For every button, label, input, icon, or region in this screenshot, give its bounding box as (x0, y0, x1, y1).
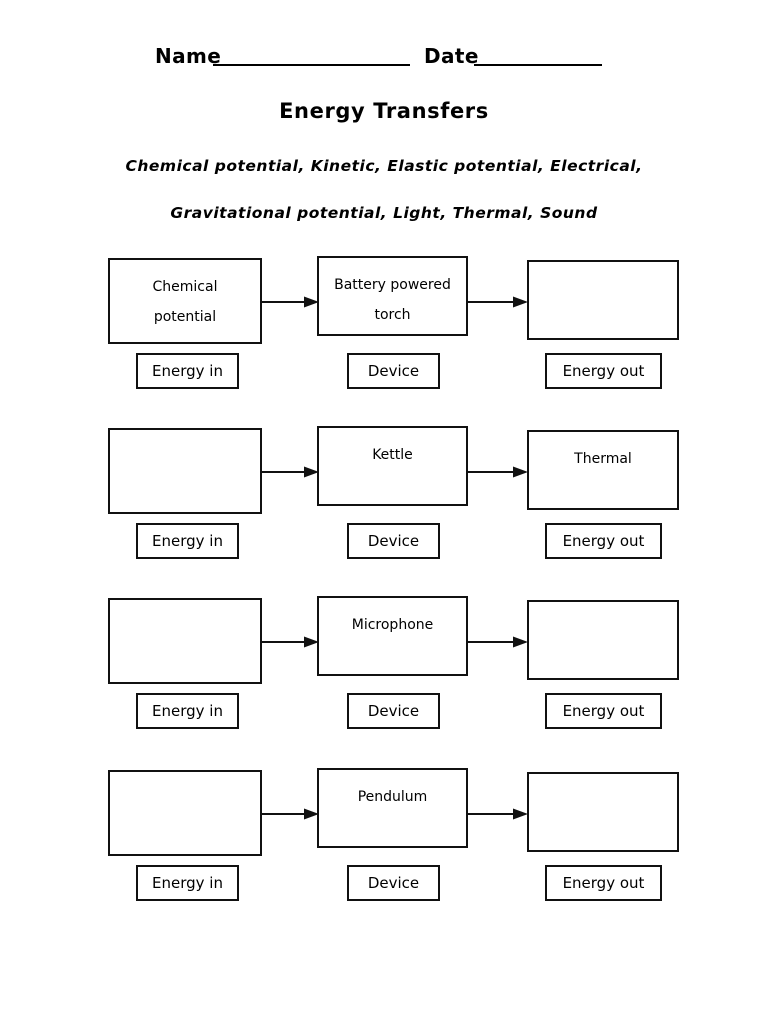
label-device: Device (347, 865, 440, 901)
word-bank-line-1: Chemical potential, Kinetic, Elastic pot… (125, 157, 643, 175)
energy-in-box[interactable]: Chemical potential (108, 258, 262, 344)
transfer-row: Kettle Thermal Energy in Device Energy o… (0, 426, 768, 576)
date-write-line[interactable] (474, 64, 602, 66)
transfer-row: Chemical potential Battery powered torch… (0, 256, 768, 406)
device-text-line1: Microphone (351, 617, 434, 633)
label-energy-in: Energy in (136, 353, 239, 389)
energy-in-box[interactable] (108, 598, 262, 684)
energy-out-text-line1: Thermal (574, 451, 632, 467)
transfer-row: Microphone Energy in Device Energy out (0, 596, 768, 746)
energy-in-text-line1: Chemical (152, 279, 218, 295)
label-device: Device (347, 523, 440, 559)
device-text-line1: Battery powered (334, 277, 451, 293)
label-energy-in: Energy in (136, 865, 239, 901)
transfer-row: Pendulum Energy in Device Energy out (0, 768, 768, 918)
label-energy-out: Energy out (545, 523, 662, 559)
arrow-device-to-out (468, 466, 528, 478)
arrow-device-to-out (468, 808, 528, 820)
arrow-device-to-out (468, 296, 528, 308)
arrow-device-to-out (468, 636, 528, 648)
label-energy-out: Energy out (545, 353, 662, 389)
device-text-line2: torch (374, 307, 411, 323)
name-label: Name (155, 44, 222, 68)
energy-in-text-line2: potential (153, 309, 217, 325)
label-energy-out: Energy out (545, 865, 662, 901)
device-text-line1: Kettle (372, 447, 413, 463)
device-text-line1: Pendulum (357, 789, 428, 805)
energy-out-box[interactable] (527, 260, 679, 340)
energy-out-box[interactable]: Thermal (527, 430, 679, 510)
device-box[interactable]: Microphone (317, 596, 468, 676)
energy-out-box[interactable] (527, 772, 679, 852)
device-box[interactable]: Battery powered torch (317, 256, 468, 336)
label-energy-in: Energy in (136, 523, 239, 559)
date-label: Date (424, 44, 479, 68)
device-box[interactable]: Pendulum (317, 768, 468, 848)
word-bank-line-2: Gravitational potential, Light, Thermal,… (170, 204, 598, 222)
arrow-in-to-device (262, 636, 319, 648)
page-title: Energy Transfers (279, 99, 489, 123)
energy-in-box[interactable] (108, 770, 262, 856)
arrow-in-to-device (262, 466, 319, 478)
label-energy-out: Energy out (545, 693, 662, 729)
label-device: Device (347, 353, 440, 389)
student-header: Name Date (0, 44, 768, 74)
label-device: Device (347, 693, 440, 729)
label-energy-in: Energy in (136, 693, 239, 729)
energy-out-box[interactable] (527, 600, 679, 680)
name-write-line[interactable] (213, 64, 410, 66)
arrow-in-to-device (262, 296, 319, 308)
device-box[interactable]: Kettle (317, 426, 468, 506)
energy-in-box[interactable] (108, 428, 262, 514)
arrow-in-to-device (262, 808, 319, 820)
